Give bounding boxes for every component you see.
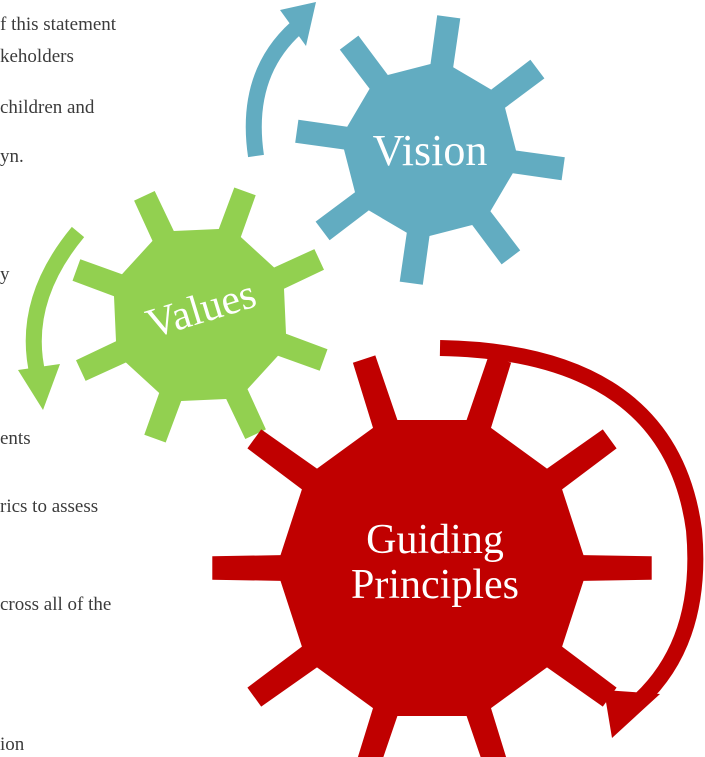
guiding-principles-gear [212, 355, 652, 757]
guiding-cycle-arrow [439, 340, 704, 738]
background-text-line-6: ents [0, 428, 31, 449]
guiding-gear-label-line1: Guiding [366, 517, 504, 563]
vision-cycle-arrow [245, 2, 316, 158]
background-text-line-3: children and [0, 97, 95, 118]
values-gear [72, 187, 328, 443]
background-text-line-5: y [0, 264, 10, 285]
guiding-gear-label-line2: Principles [351, 562, 519, 608]
background-text-line-9: ion [0, 734, 25, 755]
vision-gear-label: Vision [373, 126, 488, 175]
background-text-line-1: f this statement [0, 14, 117, 35]
background-text-line-8: cross all of the [0, 594, 112, 615]
vision-gear [295, 15, 565, 285]
values-cycle-arrow [18, 226, 85, 410]
background-text-line-7: rics to assess [0, 496, 99, 517]
background-text-line-2: keholders [0, 46, 74, 67]
background-text-line-4: yn. [0, 146, 24, 167]
